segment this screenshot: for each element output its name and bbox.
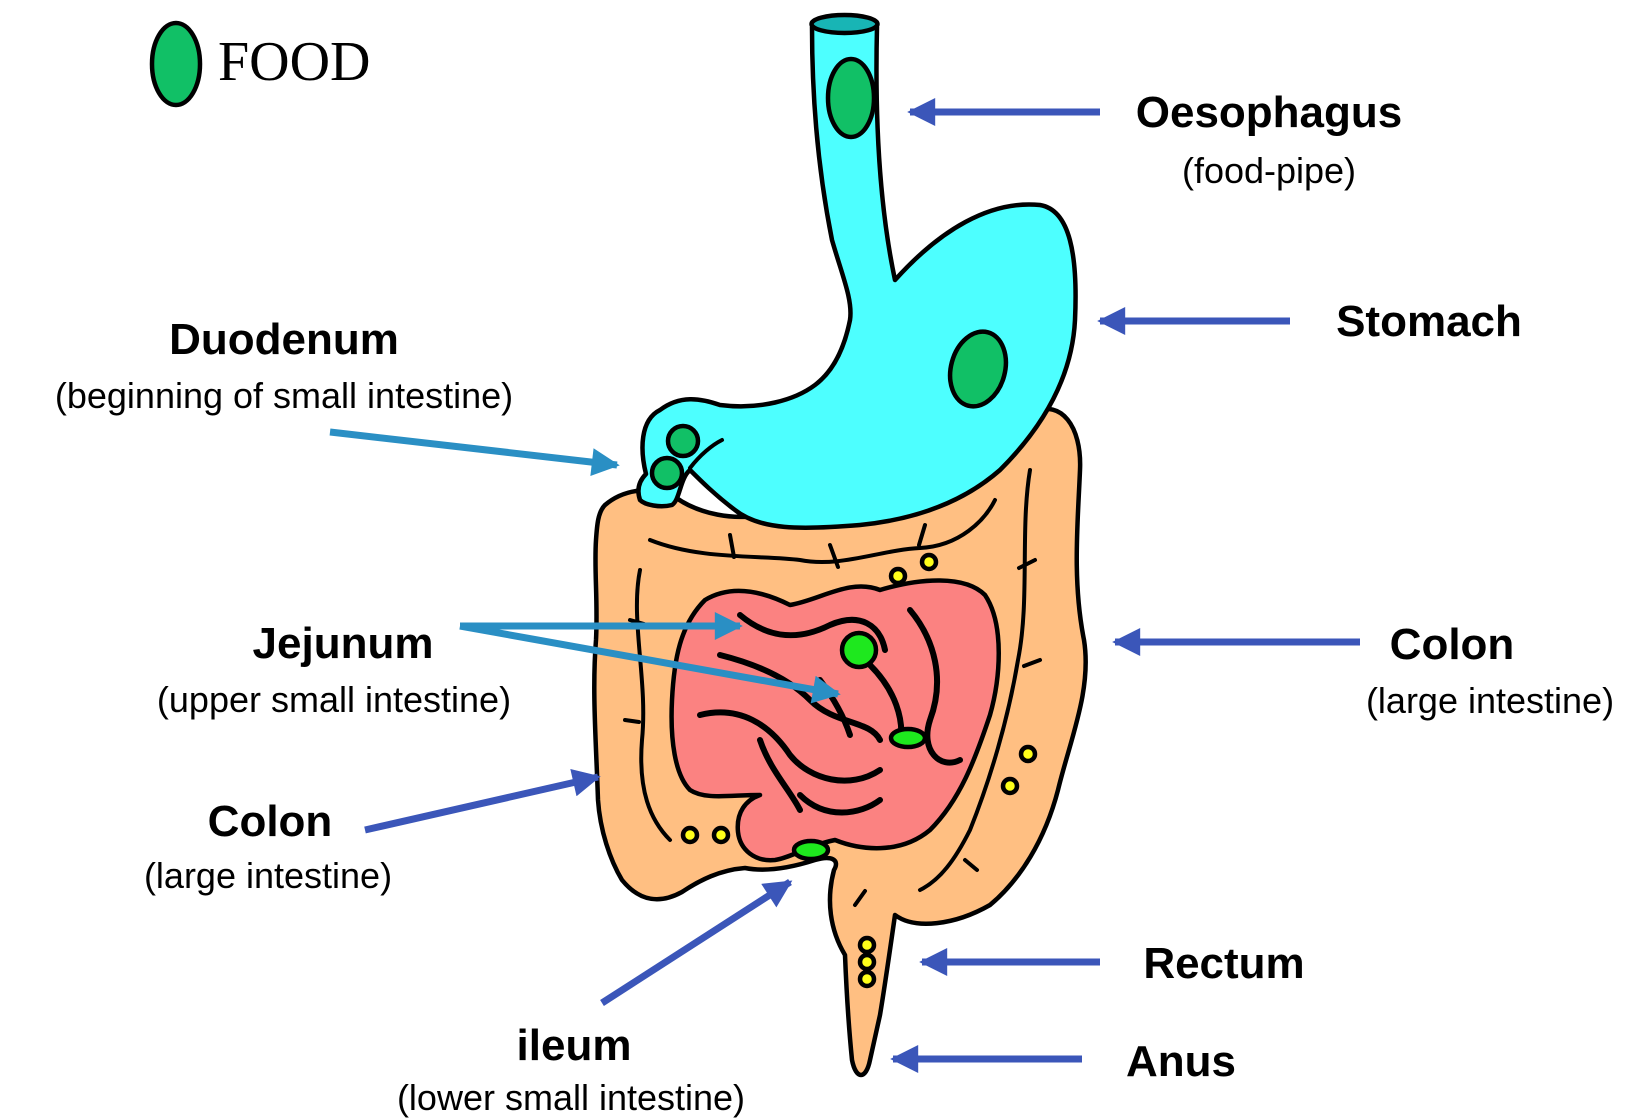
legend-food-swatch	[152, 23, 200, 105]
label-colon-right-subtitle: (large intestine)	[1366, 680, 1614, 721]
legend: FOOD	[152, 23, 370, 105]
label-oesophagus-title: Oesophagus	[1136, 88, 1403, 137]
waste-pellet	[891, 569, 905, 583]
food-piece-oesophagus	[828, 59, 874, 137]
waste-pellet	[714, 828, 728, 842]
label-rectum-title: Rectum	[1143, 939, 1304, 988]
arrow-duodenum	[330, 432, 617, 465]
label-duodenum-subtitle: (beginning of small intestine)	[55, 375, 513, 416]
waste-pellet	[683, 828, 697, 842]
label-stomach-title: Stomach	[1336, 297, 1522, 346]
food-piece-duodenum-1	[668, 426, 698, 456]
arrow-ileum	[602, 882, 790, 1003]
waste-pellet	[1003, 779, 1017, 793]
label-duodenum-title: Duodenum	[169, 315, 399, 364]
food-piece-jejunum	[842, 633, 876, 667]
waste-pellet	[860, 938, 874, 952]
label-jejunum-title: Jejunum	[253, 619, 434, 668]
label-ileum-title: ileum	[517, 1021, 632, 1070]
food-piece-duodenum-2	[652, 458, 682, 488]
label-anus-title: Anus	[1126, 1037, 1236, 1086]
legend-label: FOOD	[218, 31, 370, 93]
food-piece-ileum-1	[891, 729, 925, 747]
waste-pellet	[1021, 747, 1035, 761]
arrow-colon-left	[365, 777, 598, 830]
label-colon-right-title: Colon	[1390, 620, 1515, 669]
waste-pellet	[922, 555, 936, 569]
food-piece-ileum-2	[794, 841, 828, 859]
label-colon-left-title: Colon	[208, 797, 333, 846]
label-colon-left-subtitle: (large intestine)	[144, 855, 392, 896]
label-oesophagus-subtitle: (food-pipe)	[1182, 150, 1356, 191]
label-ileum-subtitle: (lower small intestine)	[397, 1077, 745, 1118]
waste-pellet	[860, 972, 874, 986]
oesophagus-opening	[812, 15, 878, 33]
waste-pellet	[860, 955, 874, 969]
label-jejunum-subtitle: (upper small intestine)	[157, 679, 511, 720]
